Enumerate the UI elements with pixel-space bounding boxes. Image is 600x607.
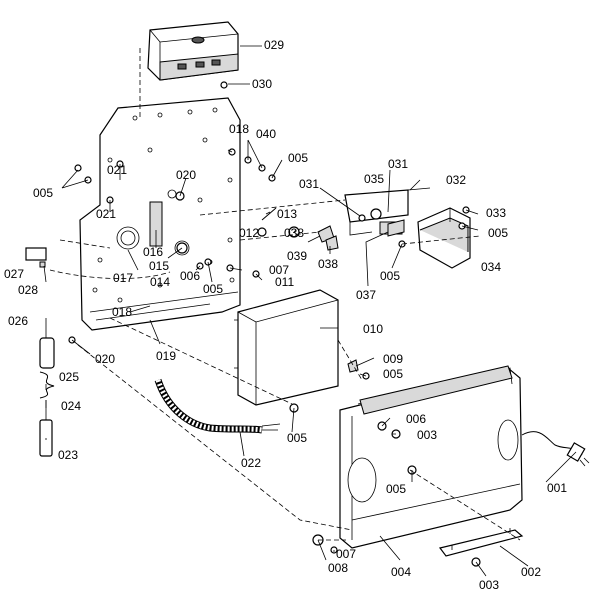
part-label-016: 016	[143, 245, 163, 259]
part-label-034: 034	[481, 260, 501, 274]
part-label-035: 035	[364, 172, 384, 186]
part-label-001: 001	[547, 481, 567, 495]
part-label-006: 006	[406, 412, 426, 426]
part-label-038: 038	[284, 226, 304, 240]
cable-harness	[154, 378, 281, 434]
part-label-019: 019	[156, 349, 176, 363]
part-label-013: 013	[277, 207, 297, 221]
part-label-018: 018	[112, 305, 132, 319]
part-label-031: 031	[299, 177, 319, 191]
part-label-028: 028	[18, 283, 38, 297]
part-label-002: 002	[521, 565, 541, 579]
part-label-023: 023	[58, 448, 78, 462]
part-label-039: 039	[287, 249, 307, 263]
part-label-012: 012	[239, 226, 259, 240]
part-label-030: 030	[252, 77, 272, 91]
part-label-031: 031	[388, 157, 408, 171]
power-cord	[521, 431, 590, 467]
part-label-021: 021	[96, 207, 116, 221]
part-label-017: 017	[113, 271, 133, 285]
part-label-003: 003	[479, 578, 499, 592]
part-label-015: 015	[149, 259, 169, 273]
leader-lines	[43, 139, 577, 577]
part-label-004: 004	[391, 565, 411, 579]
part-label-020: 020	[95, 352, 115, 366]
part-label-029: 029	[264, 38, 284, 52]
part-label-009: 009	[383, 352, 403, 366]
part-label-024: 024	[61, 399, 81, 413]
part-label-007: 007	[269, 263, 289, 277]
part-label-005: 005	[288, 151, 308, 165]
part-label-018: 018	[229, 122, 249, 136]
part-label-007: 007	[336, 547, 356, 561]
junction-box	[234, 289, 339, 406]
part-label-005: 005	[386, 482, 406, 496]
part-label-005: 005	[33, 186, 53, 200]
part-label-032: 032	[446, 173, 466, 187]
part-label-005: 005	[488, 226, 508, 240]
part-label-008: 008	[328, 561, 348, 575]
part-label-040: 040	[256, 127, 276, 141]
part-label-003: 003	[417, 428, 437, 442]
part-label-021: 021	[107, 163, 127, 177]
bottom-bracket	[438, 528, 524, 557]
part-label-037: 037	[356, 288, 376, 302]
control-unit	[147, 21, 262, 89]
part-label-022: 022	[241, 456, 261, 470]
part-label-020: 020	[176, 168, 196, 182]
part-label-005: 005	[380, 269, 400, 283]
part-label-038: 038	[318, 257, 338, 271]
hardware	[68, 148, 481, 567]
part-label-005: 005	[203, 282, 223, 296]
heater-assembly	[25, 247, 55, 457]
part-label-026: 026	[8, 314, 28, 328]
part-label-033: 033	[486, 206, 506, 220]
part-label-014: 014	[150, 275, 170, 289]
part-label-025: 025	[59, 370, 79, 384]
part-label-006: 006	[180, 269, 200, 283]
part-label-011: 011	[275, 275, 294, 289]
assembly-lines	[49, 48, 521, 541]
part-label-005: 005	[383, 367, 403, 381]
front-cover	[339, 365, 523, 549]
part-label-010: 010	[363, 322, 383, 336]
part-labels: 029 030 018 040 005 021 005 020 031 035 …	[4, 38, 567, 592]
part-label-005: 005	[287, 431, 307, 445]
transformer	[417, 207, 471, 269]
part-label-027: 027	[4, 267, 24, 281]
